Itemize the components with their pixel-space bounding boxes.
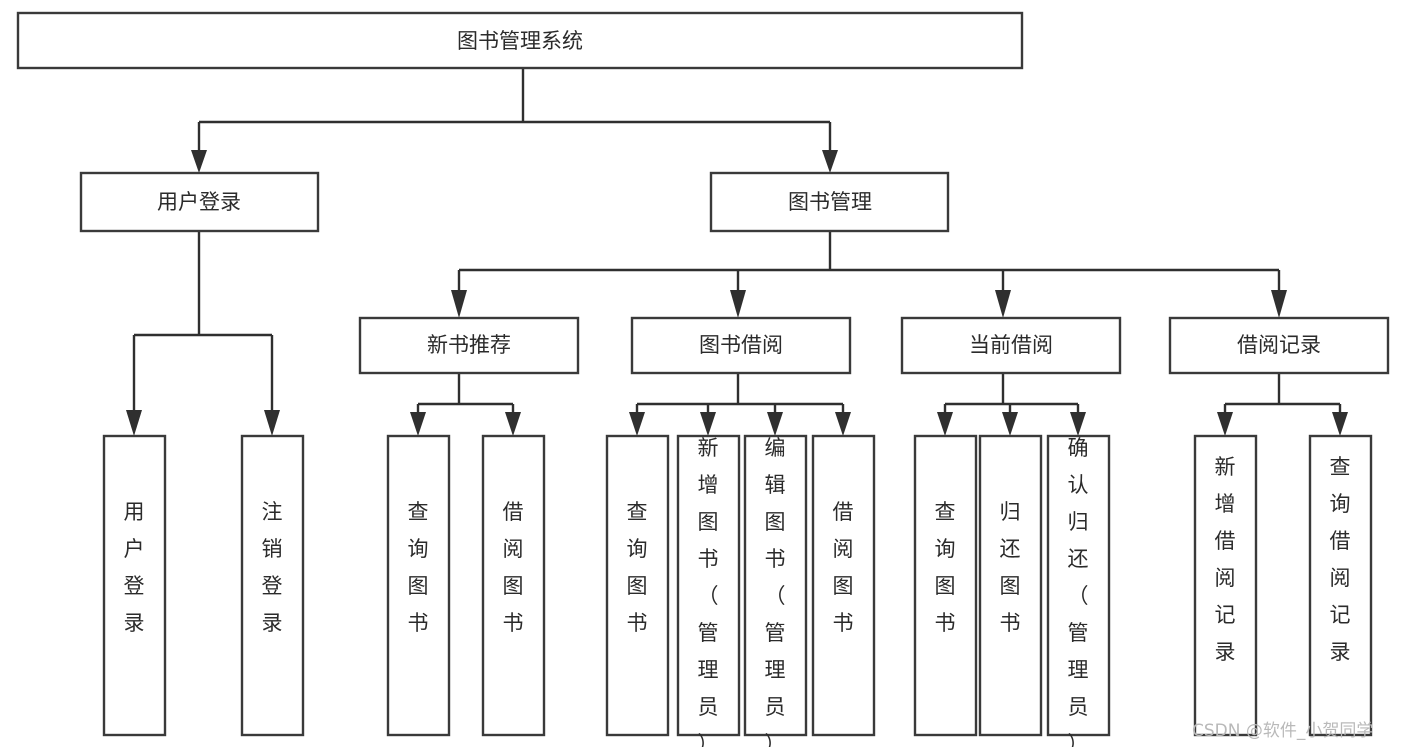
node-book-management[interactable]: 图书管理: [709, 171, 950, 233]
arrow-head-user-login: [191, 150, 207, 173]
arrow-head-current-borrow: [995, 290, 1011, 318]
arrow-head-leaf-user-login: [126, 410, 142, 436]
leaf-user-login-label: 用户登录: [124, 500, 145, 635]
node-new-book-recommend-box[interactable]: [358, 316, 580, 375]
leaf-query-borrow-record-box[interactable]: [1308, 434, 1373, 737]
leaf-borrow-book-recommend[interactable]: 借阅图书: [481, 434, 546, 737]
node-borrow-record-label: 借阅记录: [1237, 333, 1321, 357]
leaf-borrow-book-recommend-label: 借阅图书: [503, 500, 524, 635]
leaf-add-book-box[interactable]: [676, 434, 741, 737]
leaf-add-borrow-record-label: 新增借阅记录: [1215, 455, 1236, 664]
node-root-box[interactable]: [16, 11, 1024, 70]
leaf-add-book[interactable]: 新增图书（管理员）: [676, 434, 741, 747]
leaf-add-borrow-record-box[interactable]: [1193, 434, 1258, 737]
leaf-add-borrow-record[interactable]: 新增借阅记录: [1193, 434, 1258, 737]
arrow-head-confirm-return: [1070, 412, 1086, 436]
leaf-borrow-book-recommend-box[interactable]: [481, 434, 546, 737]
leaf-query-borrow-record-label: 查询借阅记录: [1330, 455, 1351, 664]
leaf-borrow-book-borrow-label: 借阅图书: [833, 500, 854, 635]
node-user-login-label: 用户登录: [157, 190, 241, 214]
node-book-management-box[interactable]: [709, 171, 950, 233]
node-book-borrow-box[interactable]: [630, 316, 852, 375]
leaf-query-book-borrow-label: 查询图书: [627, 500, 648, 635]
node-root[interactable]: 图书管理系统: [16, 11, 1024, 70]
arrow-head-query-book-2: [629, 412, 645, 436]
leaf-query-book-borrow[interactable]: 查询图书: [605, 434, 670, 737]
leaf-query-book-borrow-box[interactable]: [605, 434, 670, 737]
leaf-edit-book[interactable]: 编辑图书（管理员）: [743, 434, 808, 747]
leaf-logout[interactable]: 注销登录: [240, 434, 305, 737]
leaf-edit-book-label: 编辑图书（管理员）: [765, 436, 786, 747]
arrow-head-return-book: [1002, 412, 1018, 436]
leaf-confirm-return-box[interactable]: [1046, 434, 1111, 737]
arrow-head-borrow-book-2: [835, 412, 851, 436]
leaf-logout-box[interactable]: [240, 434, 305, 737]
arrow-head-book-mgmt: [822, 150, 838, 173]
leaf-edit-book-box[interactable]: [743, 434, 808, 737]
leaf-query-book-recommend-label: 查询图书: [408, 500, 429, 635]
node-user-login-box[interactable]: [79, 171, 320, 233]
csdn-watermark: CSDN @软件_小贺同学: [1192, 721, 1373, 741]
leaf-confirm-return[interactable]: 确认归还（管理员）: [1046, 434, 1111, 747]
arrow-head-query-book-1: [410, 412, 426, 436]
node-borrow-record-box[interactable]: [1168, 316, 1390, 375]
leaf-confirm-return-label: 确认归还（管理员）: [1068, 436, 1089, 747]
node-user-login[interactable]: 用户登录: [79, 171, 320, 233]
leaf-query-book-current-label: 查询图书: [935, 500, 956, 635]
leaf-query-book-recommend[interactable]: 查询图书: [386, 434, 451, 737]
leaf-borrow-book-borrow[interactable]: 借阅图书: [811, 434, 876, 737]
leaf-query-book-current-box[interactable]: [913, 434, 978, 737]
node-new-book-recommend[interactable]: 新书推荐: [358, 316, 580, 375]
leaf-query-borrow-record[interactable]: 查询借阅记录: [1308, 434, 1373, 737]
connector-layer: [126, 68, 1348, 436]
node-root-label: 图书管理系统: [457, 29, 583, 53]
leaf-user-login-box[interactable]: [102, 434, 167, 737]
arrow-head-borrow-record: [1271, 290, 1287, 318]
arrow-head-query-book-3: [937, 412, 953, 436]
arrow-head-add-record: [1217, 412, 1233, 436]
arrow-head-add-book: [700, 412, 716, 436]
leaf-logout-label: 注销登录: [262, 500, 283, 635]
node-borrow-record[interactable]: 借阅记录: [1168, 316, 1390, 375]
leaf-query-book-current[interactable]: 查询图书: [913, 434, 978, 737]
arrow-head-borrow-book-1: [505, 412, 521, 436]
leaf-return-book[interactable]: 归还图书: [978, 434, 1043, 737]
node-current-borrow-label: 当前借阅: [969, 333, 1053, 357]
node-new-book-recommend-label: 新书推荐: [427, 333, 511, 357]
leaf-return-book-box[interactable]: [978, 434, 1043, 737]
arrow-head-edit-book: [767, 412, 783, 436]
arrow-head-leaf-logout: [264, 410, 280, 436]
leaf-add-book-label: 新增图书（管理员）: [698, 436, 719, 747]
node-current-borrow[interactable]: 当前借阅: [900, 316, 1122, 375]
arrow-head-book-borrow: [730, 290, 746, 318]
node-book-borrow[interactable]: 图书借阅: [630, 316, 852, 375]
node-current-borrow-box[interactable]: [900, 316, 1122, 375]
leaf-user-login[interactable]: 用户登录: [102, 434, 167, 737]
node-book-management-label: 图书管理: [788, 190, 872, 214]
leaf-return-book-label: 归还图书: [1000, 500, 1021, 635]
leaf-borrow-book-borrow-box[interactable]: [811, 434, 876, 737]
arrow-head-new-book-recommend: [451, 290, 467, 318]
node-book-borrow-label: 图书借阅: [699, 333, 783, 357]
leaf-query-book-recommend-box[interactable]: [386, 434, 451, 737]
arrow-head-query-record: [1332, 412, 1348, 436]
